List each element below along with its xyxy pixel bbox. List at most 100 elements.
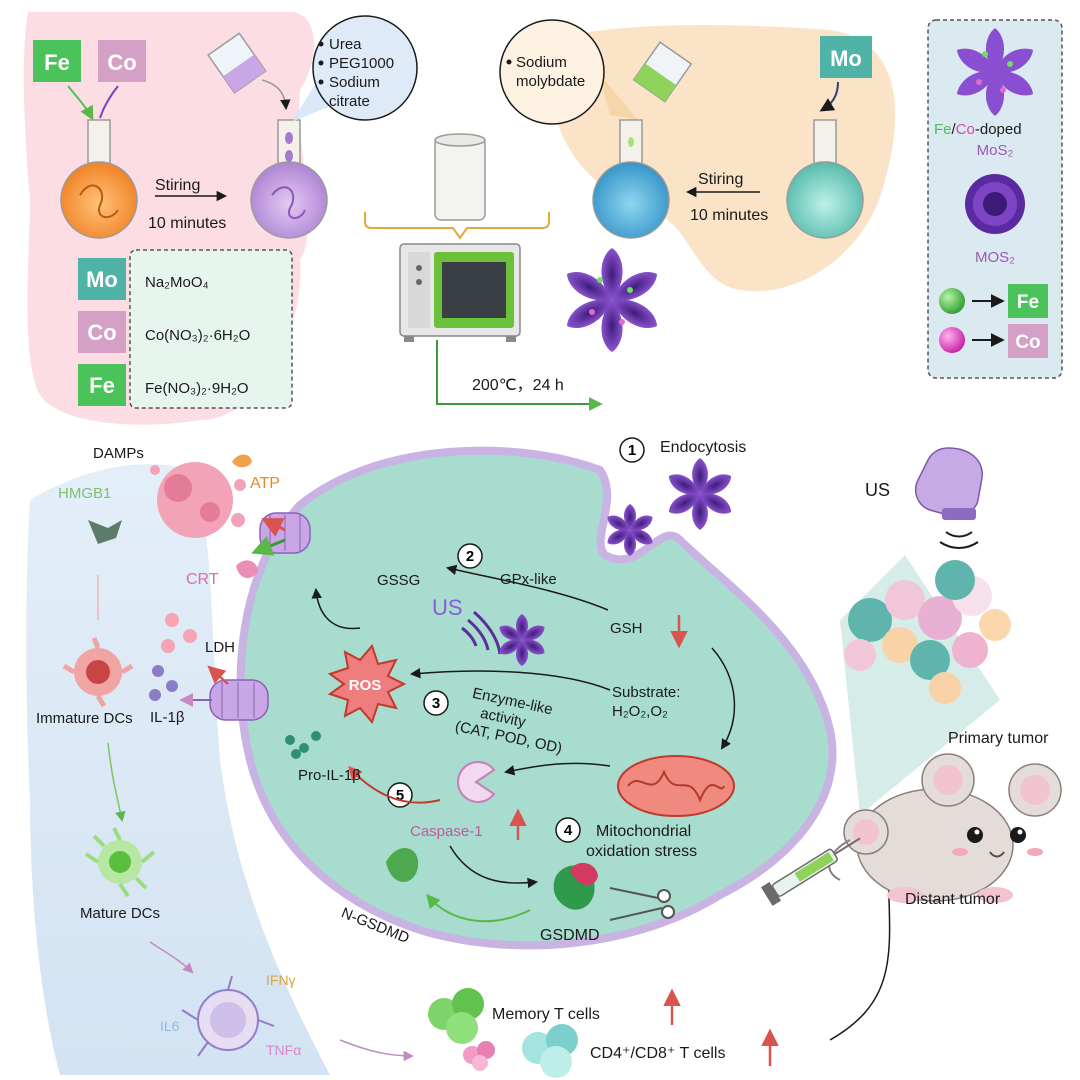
molybdate-bubble-cone — [598, 72, 638, 120]
il6-label: IL6 — [160, 1018, 180, 1034]
gsdmd-label: GSDMD — [540, 927, 600, 944]
stir-left-line2: 10 minutes — [148, 215, 226, 232]
step3-circle — [423, 690, 449, 716]
ldh-label: LDH — [205, 639, 235, 656]
mouse-feedback-curve — [829, 867, 891, 1041]
precursor-table-box — [129, 249, 293, 409]
blue-flask — [592, 119, 670, 239]
reagent-sodium: Sodium — [329, 74, 380, 91]
gpx-label: GPx-like — [500, 571, 557, 588]
orange-flask — [60, 119, 138, 239]
merge-bracket — [364, 212, 550, 240]
channel-upper-green-arrow — [251, 536, 286, 556]
immune-band — [26, 464, 330, 1075]
memory-t-label: Memory T cells — [492, 1006, 600, 1023]
legend-pink-ball — [939, 327, 965, 353]
legend-co-tile — [1008, 324, 1048, 358]
legend-pure-mos2: MOS₂ — [975, 249, 1015, 266]
substrate-line1: Substrate: — [612, 684, 680, 701]
purple-flask — [250, 119, 328, 239]
damps-label: DAMPs — [93, 445, 144, 462]
dc-to-tcell-arrow — [149, 941, 194, 974]
hmgb1-label: HMGB1 — [58, 485, 111, 502]
tnfa-label: TNFα — [266, 1042, 301, 1058]
legend-doped-mos2: MoS₂ — [977, 142, 1014, 159]
teflon-container-lid — [434, 133, 486, 147]
primary-tumor-mass — [844, 560, 1011, 704]
n-gsdmd-shape — [386, 848, 419, 882]
activated-t-cell-icon — [181, 975, 275, 1057]
pouring-beaker-right — [632, 41, 693, 103]
legend-fe-tile — [1008, 284, 1048, 318]
channel-lower-red-arrow — [207, 665, 229, 685]
teflon-container — [434, 137, 486, 221]
molybdate-line1: Sodium — [516, 54, 567, 71]
caspase-label: Caspase-1 — [410, 823, 483, 840]
stir-right-line1: Stiring — [698, 171, 743, 188]
us-inner-label: US — [432, 595, 463, 620]
step4-num: 4 — [564, 822, 573, 839]
mature-dc-label: Mature DCs — [80, 905, 160, 922]
pink-t-cell-cluster — [463, 1041, 495, 1071]
gsh-label: GSH — [610, 620, 643, 637]
molybdate-bullet — [506, 59, 512, 65]
cell-membrane — [236, 446, 837, 950]
enzyme-to-ros-arrow — [409, 668, 611, 691]
precursor-row-fe: Fe Fe(NO₃)₂·9H₂O — [78, 364, 249, 406]
pro-il1b-dots — [285, 731, 321, 759]
svg-text:Mo: Mo — [86, 267, 118, 292]
step2-num: 2 — [466, 548, 474, 565]
mito-stress-line1: Mitochondrial — [596, 823, 691, 840]
mo-element-label: Mo — [830, 46, 862, 71]
ros-label: ROS — [349, 677, 382, 694]
reagent-bullet-3 — [318, 79, 324, 85]
mito-to-caspase-arrow — [503, 762, 611, 776]
cell-flower — [499, 614, 545, 666]
caspase-to-gsdmd-arrow — [449, 845, 539, 889]
fe-drop-arrow — [67, 85, 94, 121]
damps-splash — [150, 462, 246, 538]
ifng-label: IFNγ — [266, 972, 296, 988]
memory-t-cell-cluster — [428, 988, 484, 1044]
cd-t-cell-cluster — [522, 1024, 578, 1078]
reaction-condition: 200℃，24 h — [472, 377, 564, 394]
precursor-row-mo: Mo Na₂MoO₄ — [78, 258, 209, 300]
svg-text:Fe: Fe — [89, 373, 115, 398]
syringe-icon — [760, 837, 861, 906]
svg-text:Fe(NO₃)₂·9H₂O: Fe(NO₃)₂·9H₂O — [145, 380, 249, 397]
cd-t-label: CD4⁺/CD8⁺ T cells — [590, 1045, 725, 1062]
mouse-illustration — [828, 753, 1062, 903]
endocytosis-flower-large — [668, 458, 732, 530]
mo-drop-arrow — [819, 81, 839, 112]
mature-dc-icon — [84, 827, 156, 898]
primary-tumor-label: Primary tumor — [948, 730, 1049, 747]
gsdmd-cleave-arrow — [426, 893, 531, 923]
reagent-bullet-2 — [318, 60, 324, 66]
reagent-citrate: citrate — [329, 93, 370, 110]
reaction-arrow — [436, 340, 603, 411]
autoclave-oven — [399, 243, 521, 342]
hmgb1-shape — [88, 520, 122, 544]
ldh-dots — [161, 613, 197, 653]
co-element-label: Co — [107, 50, 136, 75]
fe-element-label: Fe — [44, 50, 70, 75]
ros-burst — [327, 644, 407, 724]
legend-green-ball — [939, 288, 965, 314]
precursor-row-co: Co Co(NO₃)₂·6H₂O — [78, 311, 250, 353]
step1-num: 1 — [628, 442, 636, 459]
reagent-bullet-1 — [318, 41, 324, 47]
step3-num: 3 — [432, 695, 440, 712]
gsh-to-mito-arrow — [711, 647, 736, 750]
immature-dc-label: Immature DCs — [36, 710, 133, 727]
immature-dc-icon — [62, 637, 134, 708]
crt-label: CRT — [186, 571, 219, 588]
legend-pure-flower — [965, 174, 1025, 234]
endocytosis-flower-small — [607, 504, 653, 556]
crt-shape — [236, 560, 258, 579]
stir-right-line2: 10 minutes — [690, 207, 768, 224]
mitochondrion — [617, 755, 735, 817]
fe-element-tile — [33, 40, 81, 82]
product-flower — [566, 248, 658, 352]
scissors-icon — [609, 887, 675, 921]
reagent-bubble — [312, 15, 418, 121]
